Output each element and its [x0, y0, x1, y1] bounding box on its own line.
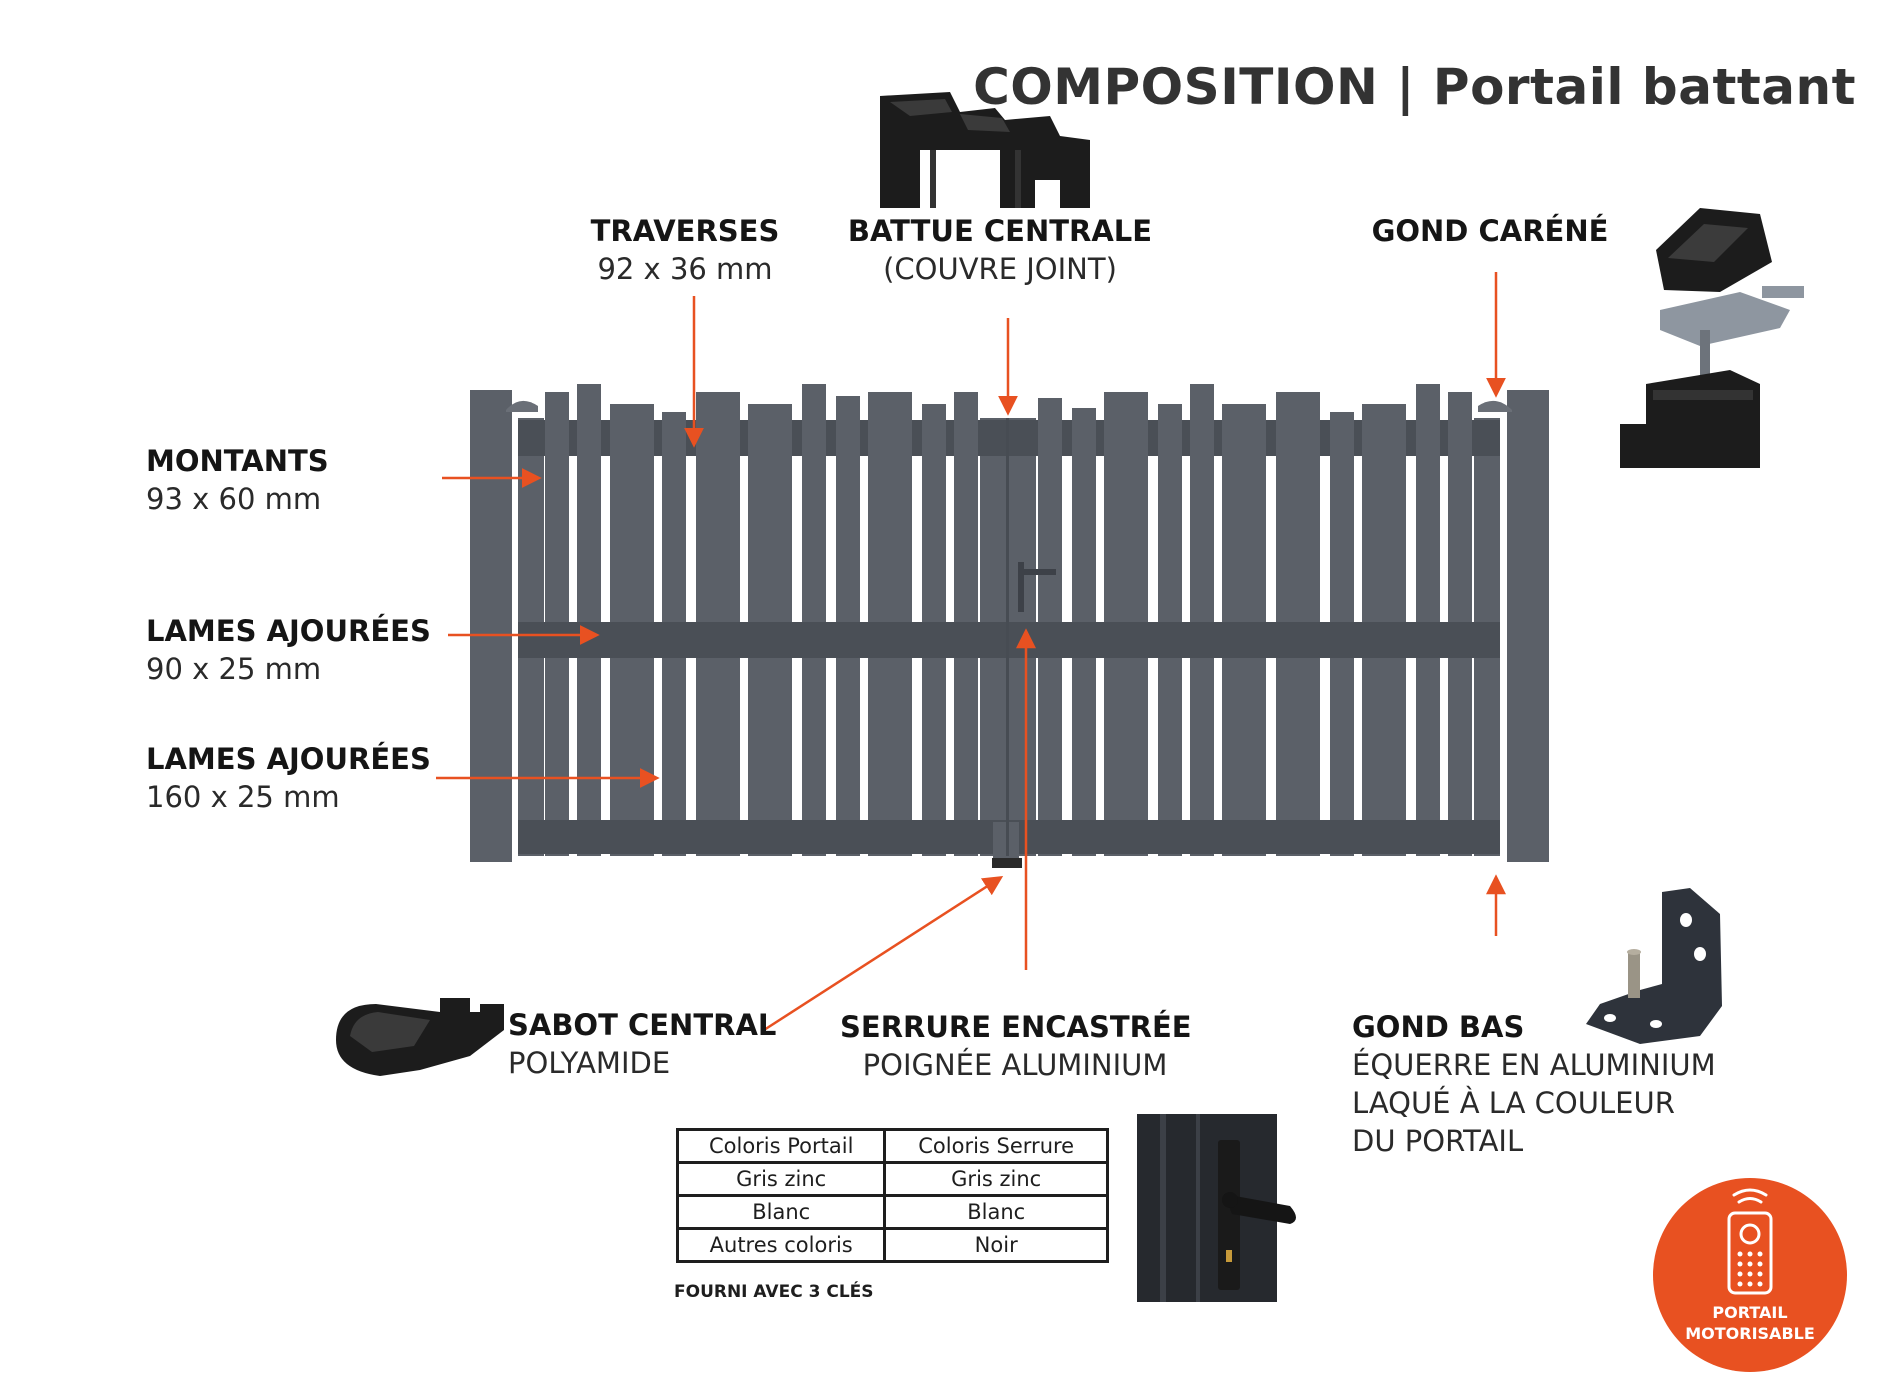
- label-gond-carene: GOND CARÉNÉ: [1340, 212, 1640, 250]
- label-lames-160: LAMES AJOURÉES 160 x 25 mm: [146, 740, 431, 816]
- label-gond-bas-line3: DU PORTAIL: [1352, 1124, 1524, 1158]
- post-left: [470, 390, 512, 862]
- page-title: COMPOSITION | Portail battant: [973, 58, 1856, 116]
- remote-control-icon: [1727, 1211, 1773, 1295]
- traverse-highlights: [545, 420, 1472, 456]
- lock-plate: [1018, 562, 1024, 612]
- badge-line1: PORTAIL: [1712, 1303, 1788, 1322]
- label-gond-bas-heading: GOND BAS: [1352, 1010, 1525, 1044]
- table-cell: Blanc: [675, 1194, 887, 1230]
- label-sabot-sub: POLYAMIDE: [508, 1046, 671, 1080]
- label-lames-90: LAMES AJOURÉES 90 x 25 mm: [146, 612, 431, 688]
- label-gond-carene-heading: GOND CARÉNÉ: [1371, 214, 1609, 248]
- gond-carene-image: [1620, 208, 1804, 468]
- table-cell: Autres coloris: [675, 1227, 887, 1263]
- label-sabot-heading: SABOT CENTRAL: [508, 1008, 777, 1042]
- label-battue-sub: (COUVRE JOINT): [883, 252, 1117, 286]
- label-lames-90-heading: LAMES AJOURÉES: [146, 614, 431, 648]
- wifi-signal-icon: [1732, 1188, 1768, 1204]
- label-battue: BATTUE CENTRALE (COUVRE JOINT): [840, 212, 1160, 288]
- arrow-sabot: [763, 875, 1004, 1032]
- table-header-cell: Coloris Serrure: [883, 1128, 1109, 1164]
- table-row: Gris zinc Gris zinc: [675, 1161, 1109, 1197]
- label-lames-160-sub: 160 x 25 mm: [146, 780, 340, 814]
- battue-profile-image: [880, 92, 1090, 208]
- label-traverses: TRAVERSES 92 x 36 mm: [560, 212, 810, 288]
- keys-note: FOURNI AVEC 3 CLÉS: [674, 1282, 874, 1302]
- sabot-central-image: [336, 998, 504, 1076]
- gate: [470, 384, 1549, 868]
- gond-bas-image: [1586, 888, 1722, 1044]
- table-cell: Gris zinc: [675, 1161, 887, 1197]
- sabot-central-mark: [992, 858, 1022, 868]
- label-traverses-sub: 92 x 36 mm: [597, 252, 773, 286]
- label-montants: MONTANTS 93 x 60 mm: [146, 442, 329, 518]
- label-lames-90-sub: 90 x 25 mm: [146, 652, 322, 686]
- label-montants-heading: MONTANTS: [146, 444, 329, 478]
- label-gond-bas: GOND BAS ÉQUERRE EN ALUMINIUM LAQUÉ À LA…: [1352, 1008, 1716, 1160]
- label-sabot: SABOT CENTRAL POLYAMIDE: [508, 1006, 776, 1082]
- gond-carene-left: [506, 400, 538, 412]
- table-cell: Gris zinc: [883, 1161, 1109, 1197]
- label-gond-bas-line2: LAQUÉ À LA COULEUR: [1352, 1086, 1675, 1120]
- motorisable-badge: PORTAIL MOTORISABLE: [1653, 1178, 1847, 1372]
- label-gond-bas-line1: ÉQUERRE EN ALUMINIUM: [1352, 1048, 1716, 1082]
- label-serrure-heading: SERRURE ENCASTRÉE: [840, 1010, 1192, 1044]
- gond-carene-right: [1478, 400, 1512, 412]
- label-lames-160-heading: LAMES AJOURÉES: [146, 742, 431, 776]
- table-cell: Noir: [883, 1227, 1109, 1263]
- lock-detail-image: [1137, 1114, 1296, 1302]
- label-serrure: SERRURE ENCASTRÉE POIGNÉE ALUMINIUM: [840, 1008, 1192, 1084]
- table-row: Blanc Blanc: [675, 1194, 1109, 1230]
- table-row: Autres coloris Noir: [675, 1227, 1109, 1263]
- label-montants-sub: 93 x 60 mm: [146, 482, 322, 516]
- table-header-row: Coloris Portail Coloris Serrure: [675, 1128, 1109, 1164]
- post-right: [1507, 390, 1549, 862]
- label-battue-heading: BATTUE CENTRALE: [847, 214, 1153, 248]
- table-cell: Blanc: [883, 1194, 1109, 1230]
- handle: [1022, 569, 1056, 575]
- label-serrure-sub: POIGNÉE ALUMINIUM: [862, 1048, 1168, 1082]
- arrows: [436, 272, 1506, 1032]
- label-traverses-heading: TRAVERSES: [590, 214, 780, 248]
- badge-line2: MOTORISABLE: [1685, 1324, 1815, 1343]
- table-header-cell: Coloris Portail: [675, 1128, 887, 1164]
- color-table: Coloris Portail Coloris Serrure Gris zin…: [675, 1128, 1109, 1263]
